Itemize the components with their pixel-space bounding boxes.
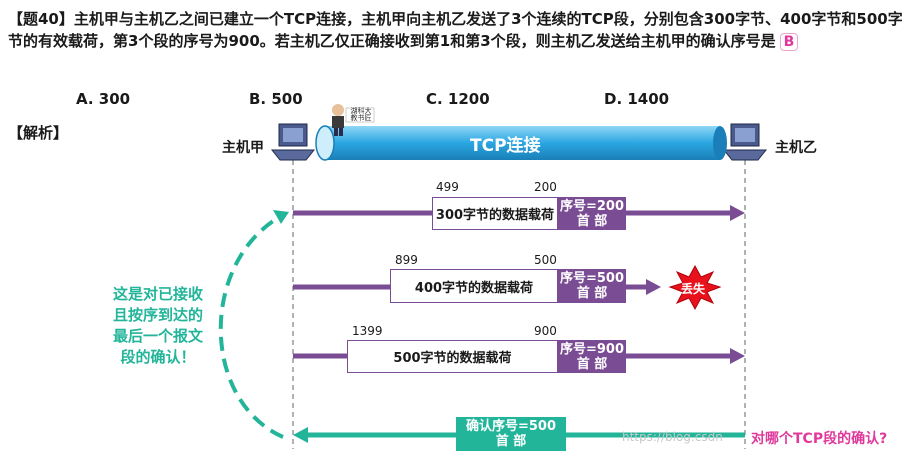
- question-prefix: 【题40】: [8, 10, 74, 28]
- segment-2-start-byte: 899: [395, 253, 418, 267]
- note-line: 这是对已接收: [112, 285, 203, 303]
- segment-3-payload: 500字节的数据载荷: [347, 340, 558, 373]
- option-a: A. 300: [76, 90, 131, 108]
- segment-2-end-byte: 500: [534, 253, 557, 267]
- watermark: https://blog.csdn: [622, 430, 723, 444]
- segment-1-end-byte: 200: [534, 180, 557, 194]
- segment-1-seq: 序号=200: [559, 199, 625, 214]
- note-line: 段的确认！: [120, 348, 196, 366]
- question-body: 主机甲与主机乙之间已建立一个TCP连接，主机甲向主机乙发送了3个连续的TCP段，…: [8, 10, 903, 50]
- segment-2-payload: 400字节的数据载荷: [390, 269, 558, 303]
- ack-number: 确认序号=500: [465, 419, 557, 434]
- segment-3-header-label: 首 部: [576, 357, 608, 372]
- question-text: 【题40】主机甲与主机乙之间已建立一个TCP连接，主机甲向主机乙发送了3个连续的…: [8, 8, 903, 53]
- segment-1-header-label: 首 部: [576, 214, 608, 229]
- lost-label: 丢失: [681, 282, 706, 296]
- segment-2-seq: 序号=500: [559, 271, 625, 286]
- avatar-caption: 湖科大 教书匠: [350, 107, 372, 122]
- note-line: 且按序到达的: [112, 306, 203, 324]
- segment-1-start-byte: 499: [436, 180, 459, 194]
- segment-3-header: 序号=900 首 部: [558, 340, 626, 373]
- analysis-label: 【解析】: [8, 124, 69, 142]
- receiver-host-label: 主机乙: [775, 140, 817, 156]
- segment-1-payload: 300字节的数据载荷: [432, 197, 558, 230]
- segment-3-seq: 序号=900: [559, 342, 625, 357]
- computer-icon: [270, 123, 316, 161]
- segment-3-start-byte: 1399: [352, 324, 383, 338]
- which-segment-question: 对哪个TCP段的确认?: [751, 431, 888, 447]
- note-line: 最后一个报文: [112, 327, 203, 345]
- segment-2-header-label: 首 部: [576, 286, 608, 301]
- avatar: [332, 104, 375, 136]
- sender-host-label: 主机甲: [222, 140, 264, 156]
- answer-badge: B: [779, 33, 799, 51]
- ack-header: 确认序号=500 首 部: [456, 417, 566, 451]
- ack-header-label: 首 部: [495, 434, 527, 449]
- segment-1-header: 序号=200 首 部: [558, 197, 626, 230]
- option-c: C. 1200: [426, 90, 490, 108]
- computer-icon: [722, 123, 768, 161]
- option-d: D. 1400: [604, 90, 670, 108]
- segment-3-end-byte: 900: [534, 324, 557, 338]
- tcp-pipe-label: TCP连接: [470, 136, 541, 156]
- lost-burst-icon: [668, 264, 722, 311]
- ack-explanation-note: 这是对已接收 且按序到达的 最后一个报文 段的确认！: [100, 284, 216, 368]
- segment-2-header: 序号=500 首 部: [558, 269, 626, 303]
- tcp-connection-pipe: [315, 125, 727, 161]
- option-b: B. 500: [249, 90, 303, 108]
- curved-dashed-arrow: [218, 210, 289, 439]
